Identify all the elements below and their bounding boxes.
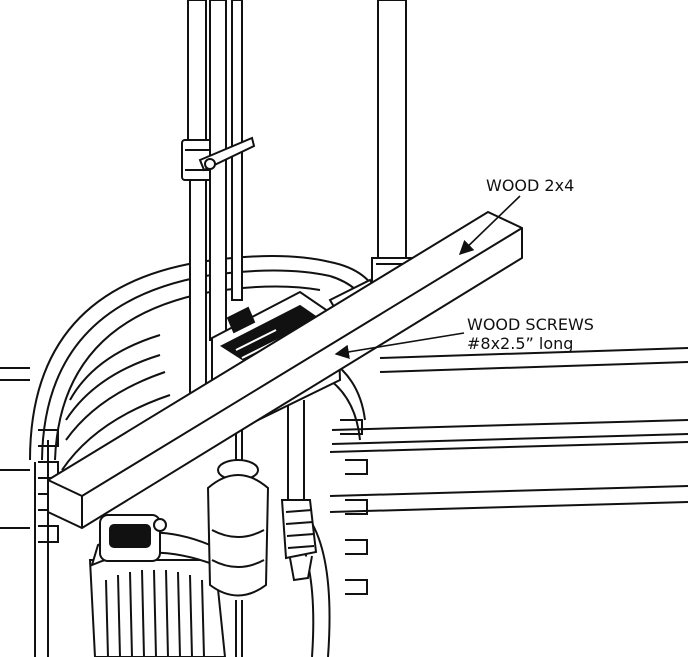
- discharge-pipe: [181, 0, 215, 412]
- wood-screws-label-line1: WOOD SCREWS: [467, 315, 594, 334]
- vent-pipe: [209, 0, 227, 341]
- sensor-fitting: [280, 400, 318, 582]
- wood-callout-leader: [458, 195, 521, 256]
- wood-2x4-label: WOOD 2x4: [486, 176, 575, 195]
- floor-slab: [0, 347, 688, 529]
- pipe-bracket: [198, 136, 256, 172]
- float-switch: [206, 420, 270, 657]
- wood-2x4-board: [47, 210, 523, 530]
- screws-callout-leader: [334, 332, 465, 360]
- pump-motor: [88, 514, 227, 657]
- wood-screws-label-line2: #8x2.5” long: [467, 334, 574, 353]
- wood-screws-label: WOOD SCREWS #8x2.5” long: [467, 315, 594, 353]
